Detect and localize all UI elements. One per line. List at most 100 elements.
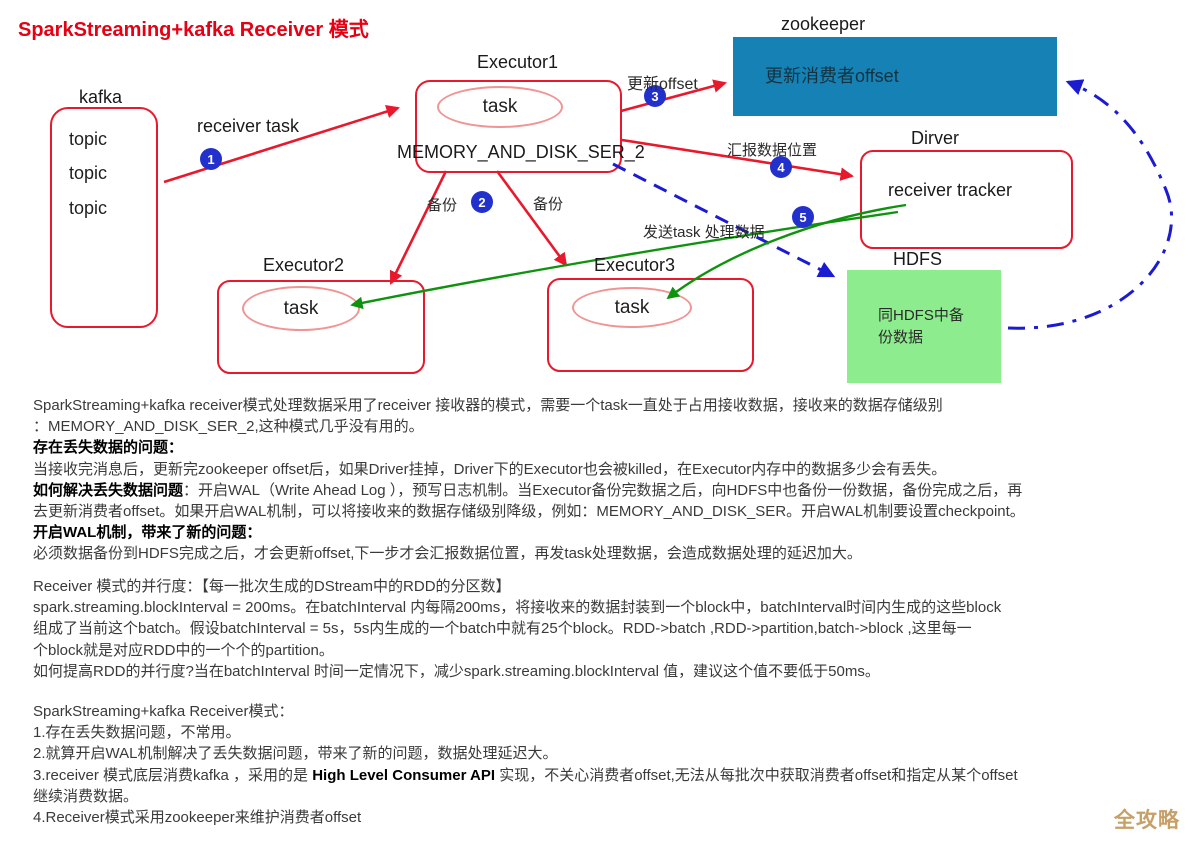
kafka-topic-2: topic bbox=[69, 163, 108, 183]
executor2-label: Executor2 bbox=[263, 255, 345, 275]
step-number-3: 3 bbox=[651, 89, 658, 104]
arrow-backup-to-executor3 bbox=[495, 170, 568, 267]
text-segment: SparkStreaming+kafka receiver模式处理数据采用了re… bbox=[33, 397, 943, 414]
send-task-edge-label: 发送task 处理数据 bbox=[643, 224, 765, 241]
text-segment: 开启WAL机制，带来了新的问题： bbox=[33, 524, 262, 542]
text-segment: High Level Consumer API bbox=[312, 766, 496, 784]
step-number-5: 5 bbox=[799, 210, 806, 225]
storage-level-label: MEMORY_AND_DISK_SER_2 bbox=[397, 142, 645, 162]
hdfs-box: 同HDFS中备 份数据 bbox=[847, 270, 1001, 383]
text-segment: 实现，不关心消费者offset,无法从每批次中获取消费者offset和指定从某个… bbox=[495, 766, 1018, 784]
text-segment: 继续消费数据。 bbox=[33, 787, 139, 805]
kafka-topic-1: topic bbox=[69, 129, 108, 149]
text-line: 1.存在丢失数据问题，不常用。 bbox=[33, 722, 1018, 743]
text-line: 必须数据备份到HDFS完成之后，才会更新offset,下一步才会汇报数据位置，再… bbox=[33, 543, 1025, 564]
step-badge-4: 4 bbox=[770, 156, 792, 178]
text-line: 2.就算开启WAL机制解决了丢失数据问题，带来了新的问题，数据处理延迟大。 bbox=[33, 743, 1018, 764]
text-segment: 存在丢失数据的问题： bbox=[33, 439, 184, 457]
arrow-update-offset-to-zookeeper bbox=[620, 79, 727, 113]
executor3-task-label: task bbox=[614, 296, 650, 318]
hdfs-content-line2: 份数据 bbox=[878, 329, 924, 346]
paragraph-receiver-mode: SparkStreaming+kafka receiver模式处理数据采用了re… bbox=[33, 395, 1025, 565]
driver-label: Dirver bbox=[911, 128, 959, 148]
text-line: SparkStreaming+kafka Receiver模式： bbox=[33, 701, 1018, 722]
text-segment: spark.streaming.blockInterval = 200ms。在b… bbox=[33, 599, 1002, 617]
backup2-edge-label: 备份 bbox=[533, 196, 564, 213]
text-line: 4.Receiver模式采用zookeeper来维护消费者offset bbox=[33, 807, 1018, 828]
text-segment: 个block就是对应RDD中的一个个的partition。 bbox=[33, 641, 334, 659]
text-line: ：MEMORY_AND_DISK_SER_2,这种模式几乎没有用的。 bbox=[33, 416, 1025, 437]
arrow-backup-to-executor2 bbox=[389, 170, 448, 285]
arrow-executor1-to-hdfs-dashed bbox=[612, 162, 836, 278]
executor3-label: Executor3 bbox=[594, 255, 676, 275]
text-line: 开启WAL机制，带来了新的问题： bbox=[33, 522, 1025, 543]
step-circle-1 bbox=[200, 148, 222, 170]
hdfs-content-line1: 同HDFS中备 bbox=[878, 307, 964, 324]
paragraph-parallelism: Receiver 模式的并行度：【每一批次生成的DStream中的RDD的分区数… bbox=[33, 576, 1001, 682]
driver-box bbox=[860, 150, 1073, 249]
kafka-label: kafka bbox=[79, 87, 123, 107]
text-segment: ：MEMORY_AND_DISK_SER_2,这种模式几乎没有用的。 bbox=[33, 418, 424, 436]
text-line: 如何提高RDD的并行度?当在batchInterval 时间一定情况下，减少sp… bbox=[33, 661, 1001, 682]
step-circle-3 bbox=[644, 85, 666, 107]
zookeeper-content: 更新消费者offset bbox=[765, 66, 899, 86]
step-number-1: 1 bbox=[207, 152, 214, 167]
step-circle-5 bbox=[792, 206, 814, 228]
executor1-task-label: task bbox=[482, 96, 518, 117]
receiver-task-edge-label: receiver task bbox=[197, 116, 300, 136]
arrow-kafka-to-executor1 bbox=[163, 105, 400, 184]
arrow-hdfs-to-zookeeper-curve bbox=[1007, 79, 1173, 330]
text-line: 3.receiver 模式底层消费kafka ，采用的是 High Level … bbox=[33, 765, 1018, 786]
text-line: 继续消费数据。 bbox=[33, 786, 1018, 807]
step-badge-5: 5 bbox=[792, 206, 814, 228]
text-line: spark.streaming.blockInterval = 200ms。在b… bbox=[33, 597, 1001, 618]
text-line: 个block就是对应RDD中的一个个的partition。 bbox=[33, 640, 1001, 661]
update-offset-edge-label: 更新offset bbox=[627, 76, 698, 93]
arrow-report-location-to-driver bbox=[621, 138, 855, 181]
text-line: Receiver 模式的并行度：【每一批次生成的DStream中的RDD的分区数… bbox=[33, 576, 1001, 597]
text-line: 组成了当前这个batch。假设batchInterval = 5s，5s内生成的… bbox=[33, 618, 1001, 639]
step-number-4: 4 bbox=[777, 160, 785, 175]
text-line: SparkStreaming+kafka receiver模式处理数据采用了re… bbox=[33, 395, 1025, 416]
text-segment: 当接收完消息后，更新完zookeeper offset后，如果Driver挂掉，… bbox=[33, 460, 947, 478]
executor2-task-label: task bbox=[283, 297, 319, 319]
step-number-2: 2 bbox=[478, 195, 485, 210]
kafka-topic-3: topic bbox=[69, 198, 108, 218]
text-line: 存在丢失数据的问题： bbox=[33, 437, 1025, 458]
arrow-send-task-to-executor3 bbox=[666, 203, 907, 300]
paragraph-summary: SparkStreaming+kafka Receiver模式： 1.存在丢失数据… bbox=[33, 701, 1018, 828]
text-segment: 2.就算开启WAL机制解决了丢失数据问题，带来了新的问题，数据处理延迟大。 bbox=[33, 745, 558, 763]
zookeeper-label: zookeeper bbox=[781, 14, 866, 34]
text-segment: SparkStreaming+kafka Receiver模式： bbox=[33, 703, 294, 720]
text-segment: Receiver 模式的并行度：【每一批次生成的DStream中的RDD的分区数… bbox=[33, 578, 511, 595]
text-segment: 如何解决丢失数据问题 bbox=[33, 481, 184, 499]
step-circle-2 bbox=[471, 191, 493, 213]
text-segment: 组成了当前这个batch。假设batchInterval = 5s，5s内生成的… bbox=[33, 620, 972, 638]
step-badge-2: 2 bbox=[471, 191, 493, 213]
watermark: 全攻略 bbox=[1114, 809, 1180, 832]
text-segment: ：开启WAL（Write Ahead Log ），预写日志机制。当Executo… bbox=[183, 481, 1023, 499]
text-line: 当接收完消息后，更新完zookeeper offset后，如果Driver挂掉，… bbox=[33, 459, 1025, 480]
text-segment: 必须数据备份到HDFS完成之后，才会更新offset,下一步才会汇报数据位置，再… bbox=[33, 545, 862, 563]
step-badge-3: 3 bbox=[644, 85, 666, 107]
text-segment: 1.存在丢失数据问题，不常用。 bbox=[33, 724, 241, 742]
step-circle-4 bbox=[770, 156, 792, 178]
text-segment: 如何提高RDD的并行度?当在batchInterval 时间一定情况下，减少sp… bbox=[33, 662, 880, 680]
text-line: 如何解决丢失数据问题：开启WAL（Write Ahead Log ），预写日志机… bbox=[33, 480, 1025, 501]
text-line: 去更新消费者offset。如果开启WAL机制，可以将接收来的数据存储级别降级，例… bbox=[33, 501, 1025, 522]
executor3-task-ellipse: task bbox=[572, 287, 692, 328]
text-segment: 3.receiver 模式底层消费kafka ，采用的是 bbox=[33, 766, 313, 784]
receiver-tracker-label: receiver tracker bbox=[888, 180, 1013, 200]
executor1-task-ellipse: task bbox=[437, 86, 563, 128]
step-badge-1: 1 bbox=[200, 148, 222, 170]
text-segment: 4.Receiver模式采用zookeeper来维护消费者offset bbox=[33, 809, 362, 827]
text-segment: 去更新消费者offset。如果开启WAL机制，可以将接收来的数据存储级别降级，例… bbox=[33, 503, 1025, 521]
backup1-edge-label: 备份 bbox=[427, 197, 458, 214]
kafka-box: topic topic topic bbox=[50, 107, 158, 328]
report-location-edge-label: 汇报数据位置 bbox=[727, 142, 818, 159]
page-title: SparkStreaming+kafka Receiver 模式 bbox=[18, 19, 369, 41]
executor1-label: Executor1 bbox=[477, 52, 559, 72]
hdfs-label: HDFS bbox=[893, 249, 942, 269]
